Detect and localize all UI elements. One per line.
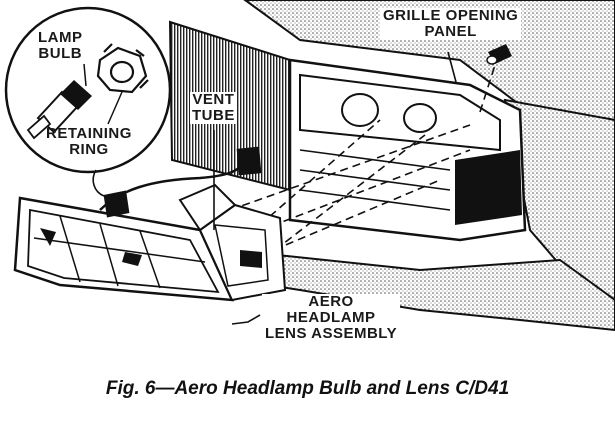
label-grille-line2: PANEL — [424, 23, 477, 40]
label-grille-line1: GRILLE OPENING — [383, 7, 519, 24]
label-retaining-ring-line1: RETAINING — [46, 125, 132, 142]
label-lamp-bulb: LAMP BULB — [38, 30, 83, 62]
label-aero-line1: AERO — [308, 293, 354, 310]
label-aero-headlamp-lens-assembly: AERO HEADLAMP LENS ASSEMBLY — [262, 293, 401, 342]
inset-detail — [4, 6, 172, 174]
headlamp-lens-assembly — [13, 183, 287, 302]
label-retaining-ring: RETAINING RING — [46, 126, 132, 158]
clip-nut — [486, 44, 512, 65]
label-aero-line3: LENS ASSEMBLY — [265, 325, 398, 342]
label-vent-tube: VENT TUBE — [190, 92, 237, 124]
label-aero-line2: HEADLAMP — [286, 309, 376, 326]
label-lamp-bulb-line1: LAMP — [38, 29, 83, 46]
label-grille-opening-panel: GRILLE OPENING PANEL — [380, 7, 522, 40]
socket-and-wire — [99, 146, 262, 218]
label-vent-tube-line1: VENT — [192, 91, 235, 108]
label-lamp-bulb-line2: BULB — [38, 45, 83, 62]
label-vent-tube-line2: TUBE — [192, 107, 235, 124]
figure-caption: Fig. 6—Aero Headlamp Bulb and Lens C/D41 — [105, 378, 510, 399]
label-retaining-ring-line2: RING — [69, 141, 109, 158]
